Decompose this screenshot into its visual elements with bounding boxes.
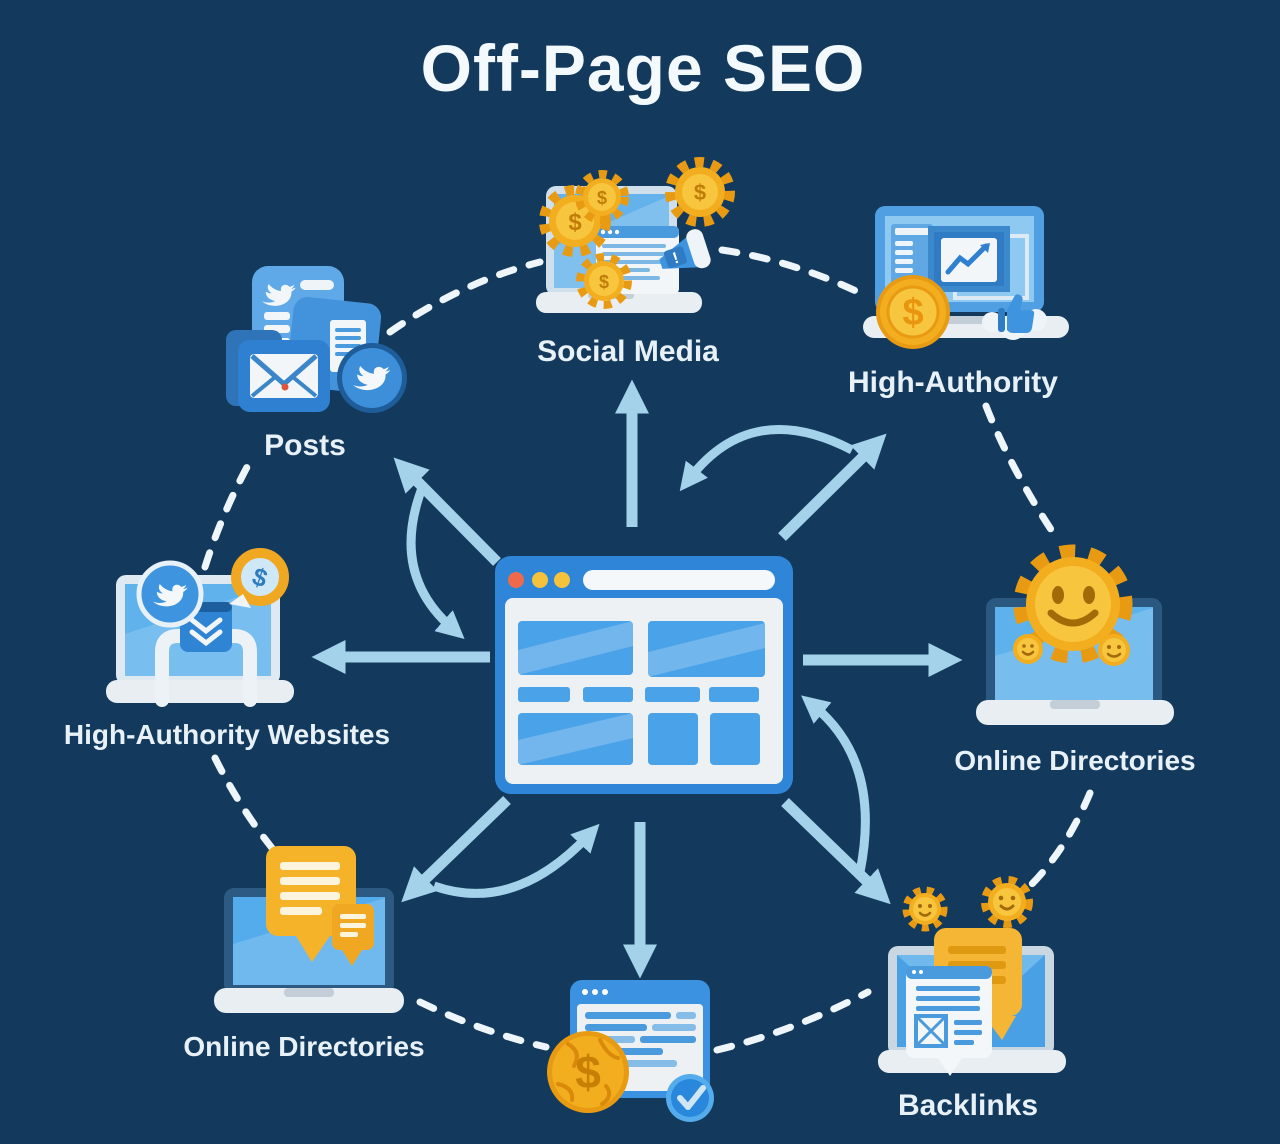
thumbs-up-icon [982, 294, 1047, 340]
twitter-badge-icon [337, 343, 407, 413]
dollar-coin-icon: $ [547, 1031, 629, 1113]
dollar-glyph: $ [694, 180, 706, 205]
curved-arrow-high-authority-to-center [679, 425, 855, 492]
dashed-connector-high-authority-online-directories [982, 402, 1062, 544]
dollar-coin-icon: $ [876, 275, 950, 349]
content-blocks [518, 621, 765, 765]
dollar-glyph: $ [575, 1046, 601, 1098]
node-label-posts: Posts [264, 429, 346, 462]
window-dot-red-icon [508, 572, 524, 588]
high-authority-websites-illustration: $ [106, 548, 294, 707]
page-title: Off-Page SEO [420, 31, 866, 105]
dashed-connector-haw-online-directories [211, 754, 276, 852]
node-label-online-directories-right: Online Directories [954, 745, 1196, 776]
online-directories-bottom-illustration [214, 846, 404, 1013]
gear-coin-icon: $ [576, 253, 632, 309]
posts-illustration [226, 266, 407, 413]
dollar-glyph: $ [568, 209, 582, 236]
email-envelope-icon [250, 354, 318, 398]
laptop-base [106, 680, 294, 703]
smiley-sun-icon [1013, 544, 1133, 664]
high-authority-illustration: $ [863, 206, 1069, 349]
dashed-ring [201, 246, 1094, 1054]
window-dot-yellow-icon [532, 572, 548, 588]
listing-bubble-small-icon [332, 904, 374, 966]
dollar-ring-icon: $ [229, 548, 289, 608]
dollar-glyph: $ [599, 272, 609, 292]
growth-chart-icon [945, 243, 989, 275]
laptop-base [976, 700, 1174, 725]
dashed-connector-social-media-high-authority [718, 246, 862, 296]
curved-arrow-backlinks-to-center [801, 695, 870, 873]
curved-arrow-online-directories-to-center [432, 823, 600, 898]
dollar-glyph: $ [597, 188, 607, 208]
gear-smiley-icon [981, 876, 1033, 928]
dashed-connector-online-directories-backlinks [1026, 789, 1094, 890]
arrow-center-to-online-directories-bottom [401, 796, 511, 903]
node-label-high-authority-websites: High-Authority Websites [63, 719, 391, 750]
smiley-coin-icon [1013, 634, 1043, 664]
backlinks-illustration [878, 876, 1066, 1076]
bird-badge-icon [136, 560, 204, 628]
check-badge-icon [666, 1074, 714, 1122]
seo-page-illustration: $ [547, 980, 714, 1122]
social-media-illustration: $ $ $ $ ! [536, 157, 735, 313]
dashed-connector-haw-posts [201, 452, 257, 571]
smiley-coin-icon [1098, 634, 1130, 666]
gear-smiley-icon [902, 886, 948, 932]
image-placeholder-icon [914, 1014, 948, 1048]
dashed-connector-seo-page-backlinks [713, 988, 872, 1054]
curved-arrow-posts-to-center [406, 481, 465, 640]
center-website-illustration [495, 556, 793, 794]
address-bar [583, 570, 775, 590]
exclamation-glyph: ! [671, 250, 681, 268]
gear-coin-icon: $ [575, 170, 629, 224]
content-sheen [518, 621, 765, 765]
node-label-online-directories-bottom: Online Directories [183, 1031, 425, 1062]
node-label-social-media: Social Media [537, 335, 719, 368]
dollar-glyph: $ [902, 292, 923, 334]
online-directories-right-illustration [976, 544, 1174, 725]
arrow-center-to-high-authority [778, 433, 887, 541]
node-label-high-authority: High-Authority [848, 366, 1058, 399]
white-document-bubble-icon [906, 966, 992, 1076]
dashed-connector-posts-social-media [386, 258, 544, 336]
bird-icon [262, 284, 296, 306]
gear-coin-icon: $ [665, 157, 735, 227]
arrow-center-to-backlinks [781, 798, 891, 905]
dashed-connector-online-directories-seo-page [416, 998, 550, 1051]
window-dot-yellow2-icon [554, 572, 570, 588]
megaphone-icon: ! [659, 229, 711, 269]
node-label-backlinks: Backlinks [897, 1089, 1039, 1122]
arrow-group [311, 379, 963, 979]
laptop-base [214, 988, 404, 1013]
